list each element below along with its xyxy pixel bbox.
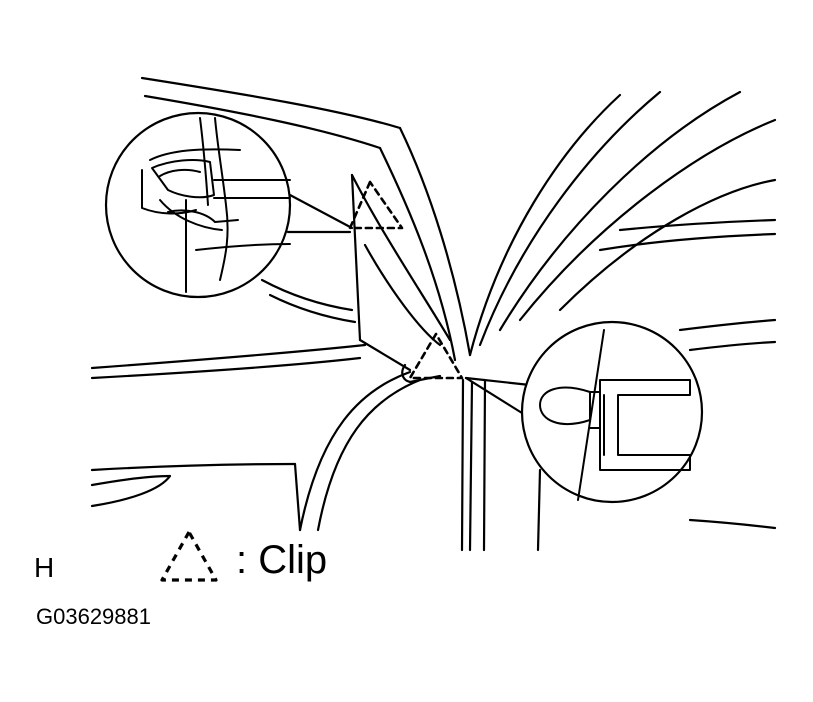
roof-pillar-lines [140, 76, 472, 372]
dashed-triangle-icon [160, 530, 218, 582]
detail-circle-upper [104, 111, 354, 299]
clip-closeup-upper [141, 117, 291, 293]
clip-marker-upper [348, 180, 404, 230]
clip-marker-lower [408, 332, 464, 380]
clip-closeup-lower [539, 329, 691, 501]
figure-id: G03629881 [36, 604, 151, 629]
view-letter: H [34, 552, 55, 583]
detail-circle-lower [464, 320, 704, 504]
windshield-lines [468, 90, 777, 357]
legend-clip-text: : Clip [236, 538, 328, 582]
pillar-bracket [401, 363, 442, 384]
dashboard-lines [90, 278, 422, 532]
door-lines [460, 318, 777, 552]
